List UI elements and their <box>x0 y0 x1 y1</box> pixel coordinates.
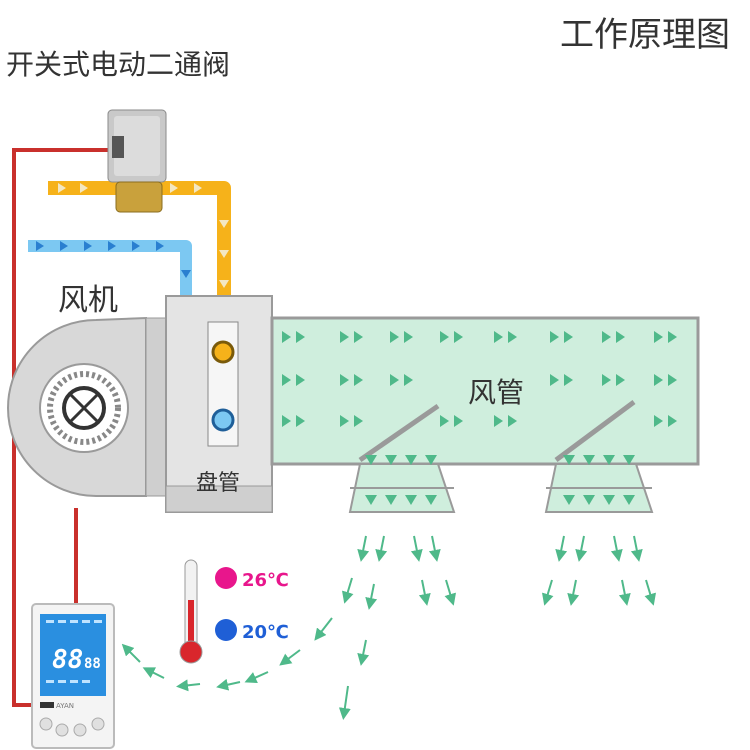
thermostat-main-reading: 88 <box>52 645 83 675</box>
thermostat-panel: 88 88 AYAN <box>31 603 115 749</box>
fan-label: 风机 <box>58 283 118 318</box>
hot-water-pipe <box>48 181 231 345</box>
cold-outlet-icon <box>211 408 235 432</box>
valve-label: 开关式电动二通阀 <box>6 48 230 81</box>
two-way-valve <box>107 109 167 213</box>
air-duct <box>270 316 700 466</box>
cold-temp-dot <box>215 619 237 641</box>
coil-unit <box>165 295 273 513</box>
hot-temp-dot <box>215 567 237 589</box>
thermostat-button-3[interactable] <box>73 723 87 737</box>
cold-temp-label: 20℃ <box>242 622 289 643</box>
hot-temp-label: 26℃ <box>242 570 289 591</box>
thermometer-icon <box>179 559 203 664</box>
fan-unit <box>7 316 169 497</box>
thermostat-button-4[interactable] <box>91 717 105 731</box>
diffuser-down-arrows <box>365 455 635 505</box>
coil-label: 盘管 <box>196 471 240 496</box>
diffuser-outlets <box>348 463 654 513</box>
hot-inlet-icon <box>211 340 235 364</box>
room-airflow-arrows <box>121 535 657 720</box>
hot-flow-arrows <box>58 183 229 288</box>
damper-blades <box>358 399 636 463</box>
diagram-title: 工作原理图 <box>560 15 730 55</box>
thermostat-small-reading: 88 <box>84 656 101 672</box>
thermostat-brand: AYAN <box>56 702 74 710</box>
thermostat-button-1[interactable] <box>39 717 53 731</box>
thermostat-button-2[interactable] <box>55 723 69 737</box>
duct-label: 风管 <box>468 376 524 409</box>
duct-airflow-arrows <box>282 331 677 427</box>
